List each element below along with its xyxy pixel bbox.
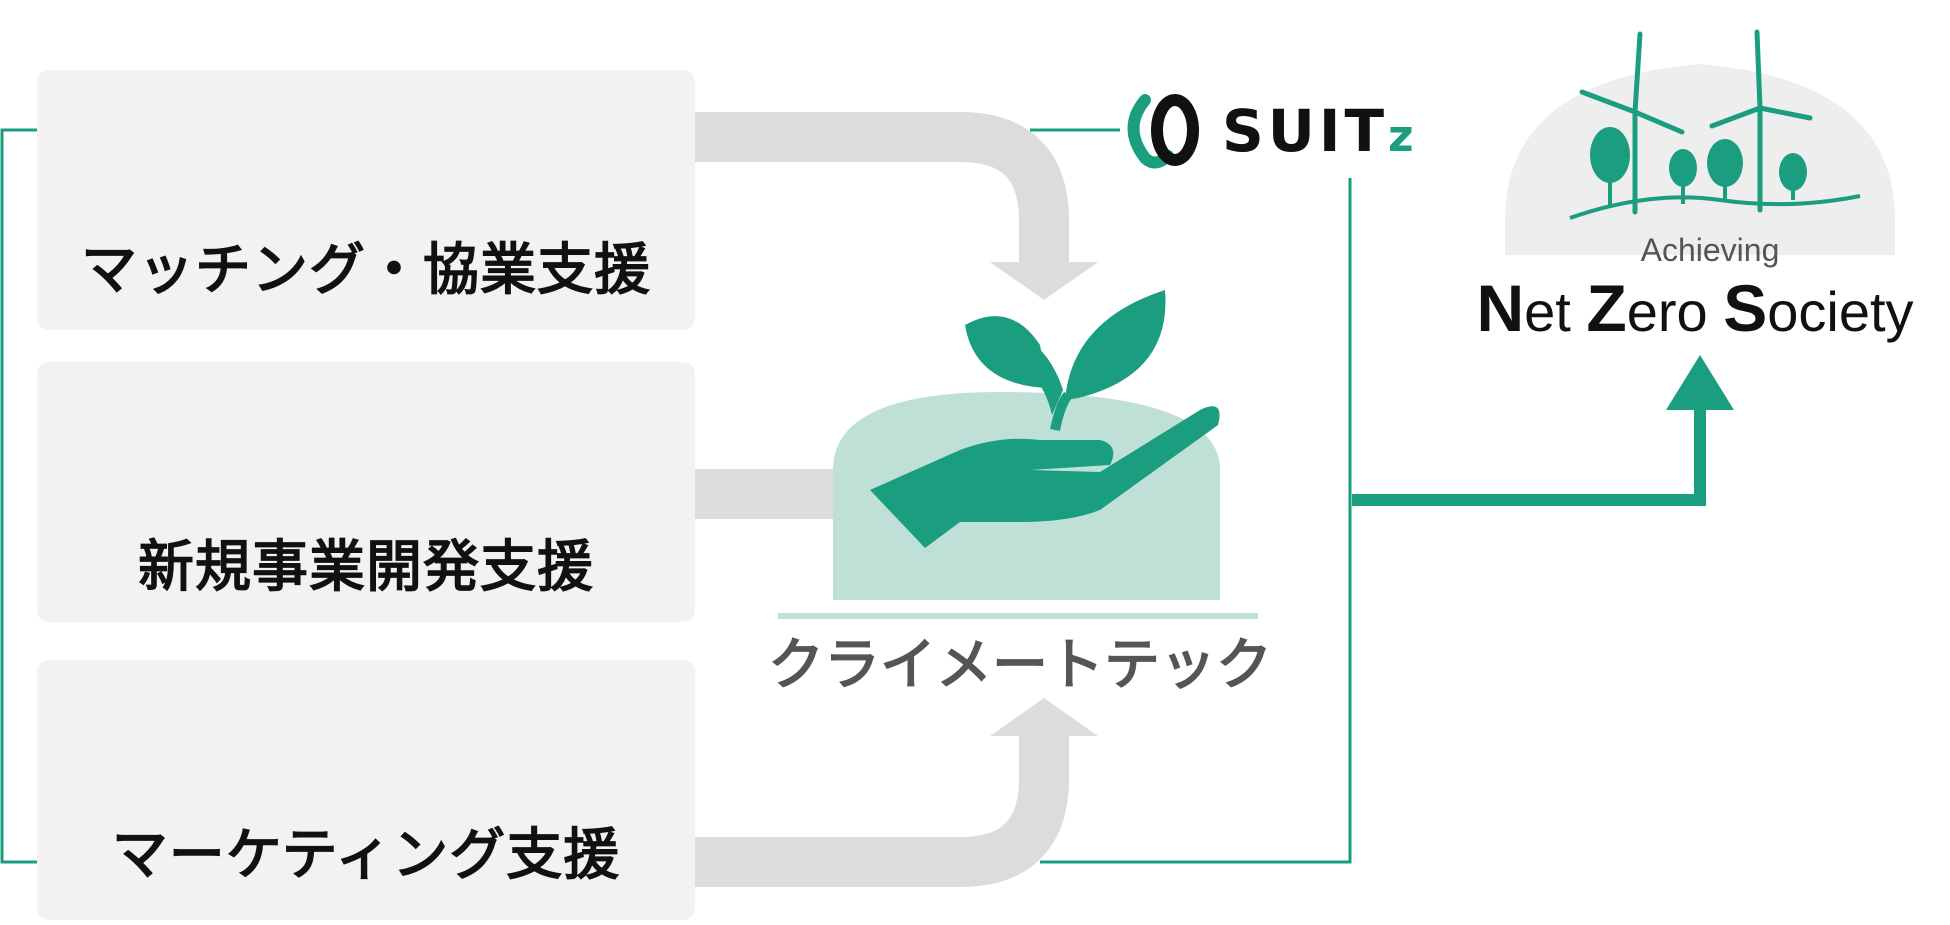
- hand-holding-sprout-icon: [833, 290, 1220, 600]
- goal-word-2-cap: Z: [1586, 271, 1627, 345]
- card-label-new-business: 新規事業開発支援: [138, 535, 594, 600]
- card-new-business: 新規事業開発支援: [37, 362, 695, 622]
- connector-middle: [695, 469, 845, 519]
- goal-word-1-cap: N: [1476, 271, 1525, 345]
- brand-name: SUITz: [1222, 97, 1414, 165]
- suitz-line-right: [1040, 178, 1352, 864]
- goal-word-2-rest: ero: [1626, 280, 1724, 343]
- center-label: クライメートテック: [768, 633, 1272, 698]
- goal-prefix: Achieving: [1640, 232, 1780, 268]
- connector-bottom-arrowhead: [990, 698, 1098, 736]
- goal-word-1-rest: et: [1524, 280, 1587, 343]
- goal-word-3-cap: S: [1723, 271, 1768, 345]
- goal-word-3-rest: ociety: [1767, 280, 1914, 343]
- card-label-marketing: マーケティング支援: [111, 823, 621, 888]
- suitz-logo-icon: [1127, 94, 1199, 169]
- wind-turbines-trees-icon: [1505, 29, 1895, 255]
- goal-arrow-line: [1352, 395, 1706, 506]
- connector-top-arrowhead: [990, 262, 1098, 300]
- brand-name-text: SUIT: [1222, 97, 1389, 165]
- card-matching: マッチング・協業支援: [37, 70, 695, 330]
- connector-top: [695, 112, 1069, 268]
- card-marketing: マーケティング支援: [37, 660, 695, 920]
- card-label-matching: マッチング・協業支援: [81, 238, 651, 303]
- brand-suffix: z: [1388, 111, 1414, 162]
- connector-bottom: [695, 730, 1069, 887]
- goal-arrowhead: [1666, 355, 1734, 410]
- goal-title: Net Zero Society: [1440, 270, 1950, 346]
- center-underline: [778, 613, 1258, 619]
- left-bracket-line: [0, 128, 37, 864]
